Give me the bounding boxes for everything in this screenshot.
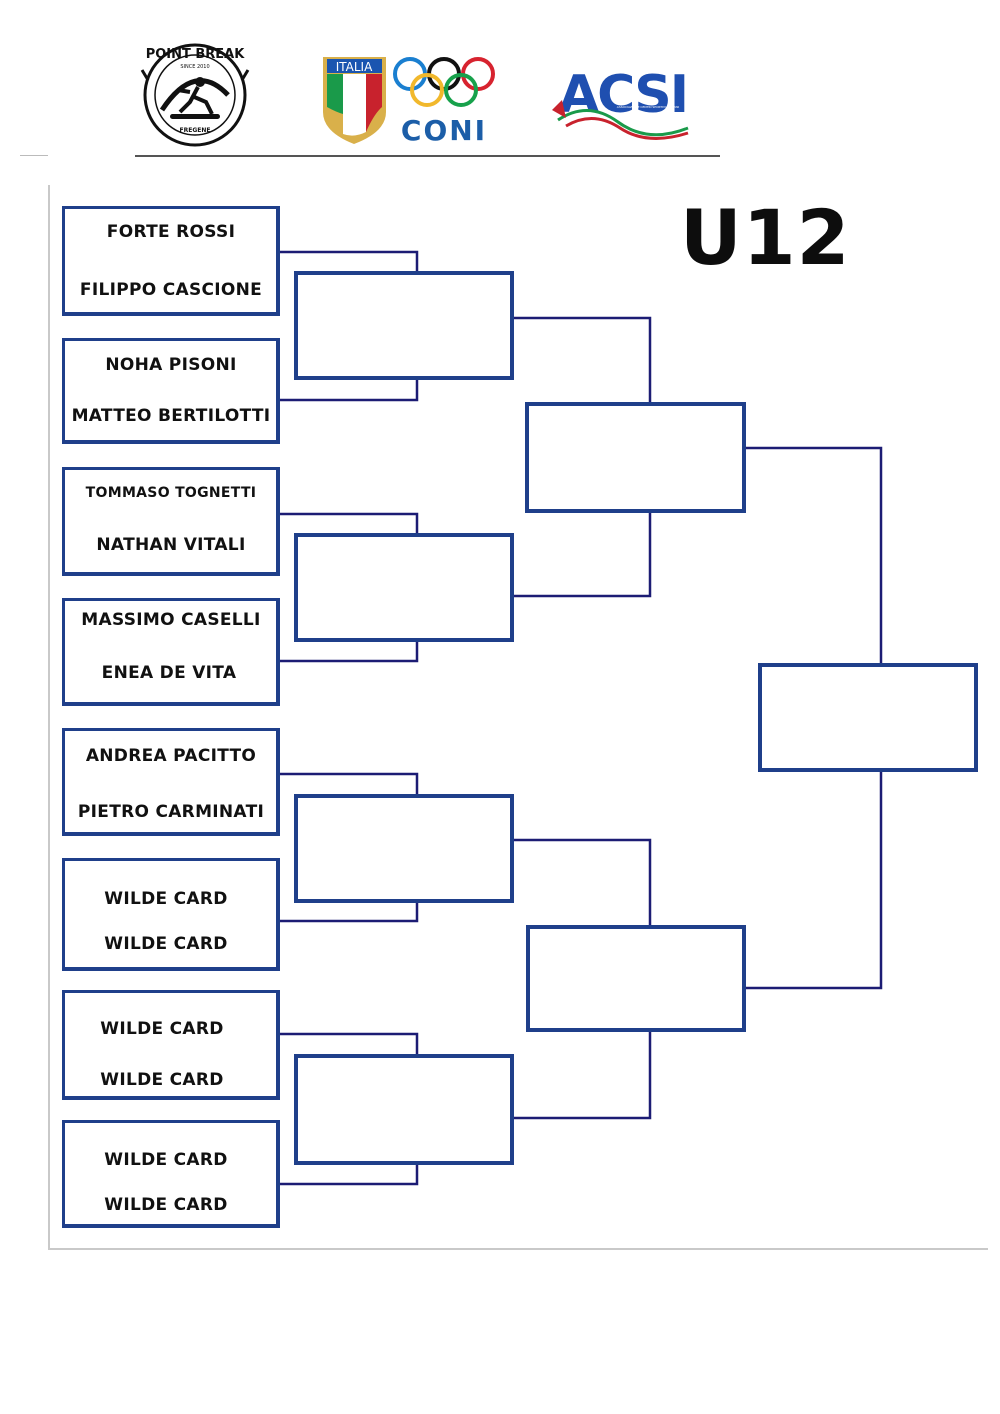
point-break-title: POINT BREAK [146, 47, 246, 62]
svg-text:FREGENE: FREGENE [180, 127, 211, 134]
coni-logo: ITALIA CONI [323, 57, 495, 147]
round1-match-6: WILDE CARD WILDE CARD [62, 858, 280, 971]
competitor-name: TOMMASO TOGNETTI [85, 485, 257, 501]
round3-slot [525, 402, 746, 513]
acsi-logo: ACSI ASSOCIAZIONE CENTRI SPORTIVI ITALIA… [552, 65, 689, 140]
competitor-name: WILDE CARD [104, 889, 228, 909]
svg-text:ASSOCIAZIONE CENTRI SPORTIVI I: ASSOCIAZIONE CENTRI SPORTIVI ITALIANI [617, 105, 680, 109]
round1-match-5: ANDREA PACITTO PIETRO CARMINATI [62, 728, 280, 836]
round1-match-7: WILDE CARD WILDE CARD [62, 990, 280, 1100]
header-divider [135, 155, 720, 157]
round1-match-8: WILDE CARD WILDE CARD [62, 1120, 280, 1228]
svg-text:CONI: CONI [401, 114, 487, 147]
competitor-name: NOHA PISONI [105, 355, 237, 375]
competitor-name: WILDE CARD [100, 1070, 224, 1090]
round1-match-3: TOMMASO TOGNETTI NATHAN VITALI [62, 467, 280, 576]
round2-slot [294, 794, 514, 903]
header-divider-left [20, 155, 48, 156]
round2-slot [294, 533, 514, 642]
competitor-name: PIETRO CARMINATI [77, 802, 265, 822]
round1-match-4: MASSIMO CASELLI ENEA DE VITA [62, 598, 280, 706]
frame-left-border [48, 185, 50, 1250]
round1-match-2: NOHA PISONI MATTEO BERTILOTTI [62, 338, 280, 444]
point-break-logo: POINT BREAK SINCE 2010 FREGENE [140, 43, 250, 147]
competitor-name: WILDE CARD [104, 934, 228, 954]
round2-slot [294, 1054, 514, 1165]
competitor-name: FILIPPO CASCIONE [79, 280, 263, 300]
final-slot [758, 663, 978, 772]
round1-match-1: FORTE ROSSI FILIPPO CASCIONE [62, 206, 280, 316]
competitor-name: MATTEO BERTILOTTI [71, 406, 271, 426]
round2-slot [294, 271, 514, 380]
competitor-name: WILDE CARD [100, 1019, 224, 1039]
competitor-name: ENEA DE VITA [101, 663, 237, 683]
frame-bottom-border [48, 1248, 988, 1250]
connector-lines [280, 250, 883, 1186]
round3-slot [526, 925, 746, 1032]
competitor-name: FORTE ROSSI [106, 222, 236, 242]
svg-text:ITALIA: ITALIA [336, 60, 373, 74]
svg-text:ACSI: ACSI [559, 65, 687, 125]
competitor-name: WILDE CARD [104, 1150, 228, 1170]
competitor-name: ANDREA PACITTO [85, 746, 257, 766]
competitor-name: NATHAN VITALI [96, 535, 246, 555]
competitor-name: MASSIMO CASELLI [81, 610, 261, 630]
competitor-name: WILDE CARD [104, 1195, 228, 1215]
svg-text:SINCE 2010: SINCE 2010 [180, 64, 209, 70]
category-title: U12 [680, 193, 851, 282]
